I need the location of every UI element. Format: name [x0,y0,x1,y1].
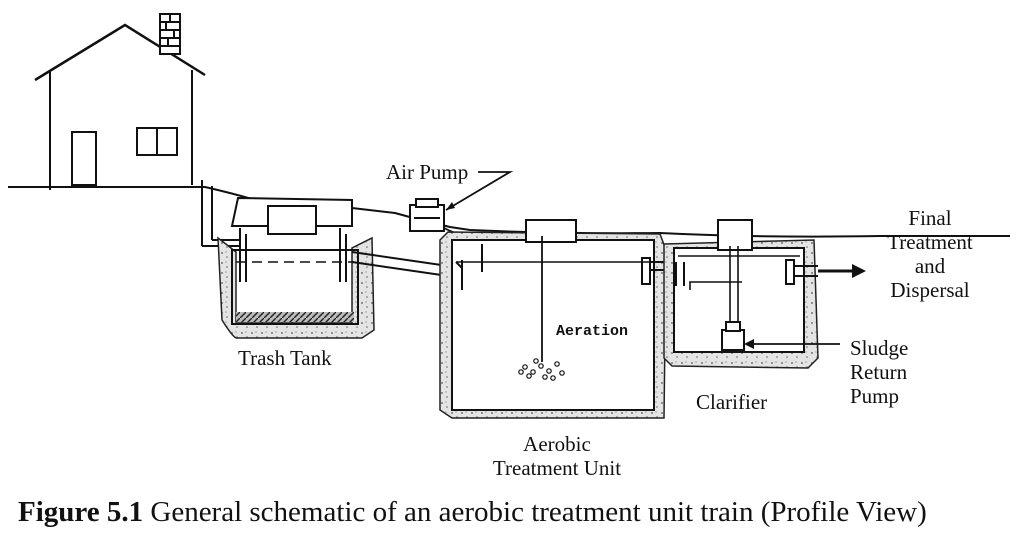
aerobic-treatment-unit [439,219,690,419]
label-air-pump: Air Pump [386,160,469,184]
figure-caption-text: General schematic of an aerobic treatmen… [150,496,927,528]
label-sludge-line2: Return [850,360,908,384]
label-final-treatment: Final Treatment and Dispersal [872,206,988,302]
chimney [159,13,181,55]
air-pump [409,198,445,232]
trash-tank-sludge [236,312,354,322]
label-aerobic-treatment-unit: Aerobic Treatment Unit [472,432,642,480]
trash-tank [217,196,375,339]
label-final-line2: Treatment [887,230,973,254]
label-final-line3: and [914,254,946,278]
label-sludge-line1: Sludge [850,336,909,360]
house-door [71,131,97,186]
ground-line [8,186,1010,238]
air-pump-leader [445,171,514,211]
label-final-line4: Dispersal [890,278,970,302]
label-clarifier: Clarifier [696,390,768,414]
outflow-arrow [818,264,866,278]
sludge-return-pump [721,329,745,351]
clarifier [663,219,819,369]
label-final-line1: Final [908,206,952,230]
figure-caption: Figure 5.1 General schematic of an aerob… [18,496,927,529]
sludge-pump-leader [744,339,840,349]
aeration-bubbles [518,358,565,381]
figure-number: Figure 5.1 [18,496,144,528]
label-trash-tank: Trash Tank [238,346,332,370]
label-sludge-line3: Pump [850,384,900,408]
label-sludge-return-pump: Sludge Return Pump [850,336,908,408]
label-atu-line2: Treatment Unit [492,456,622,480]
label-aeration: Aeration [556,323,629,340]
label-atu-line1: Aerobic [523,432,591,456]
house [34,13,206,190]
